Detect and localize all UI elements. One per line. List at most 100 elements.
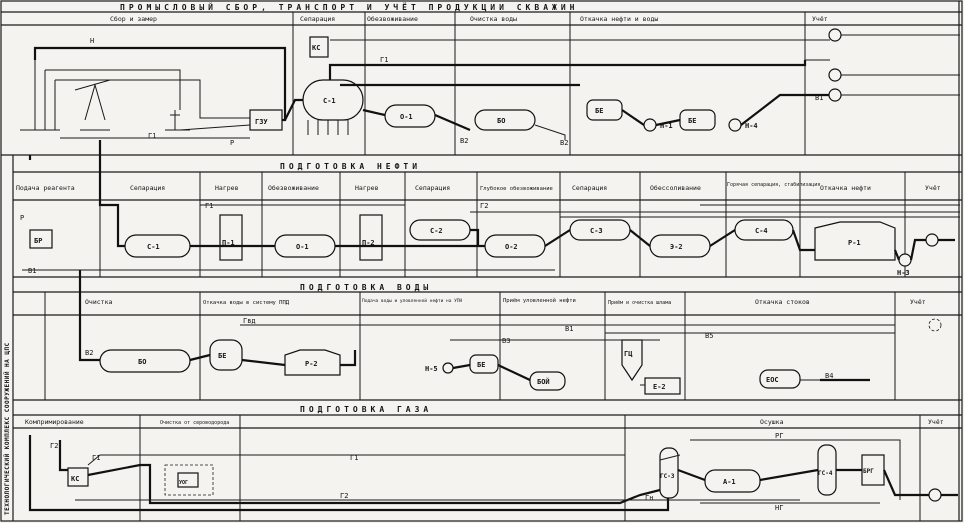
equipment-label: Р-1 xyxy=(848,239,861,247)
equipment-label: Н-3 xyxy=(897,269,910,277)
equipment-label: С-3 xyxy=(590,227,603,235)
equipment-label: С-2 xyxy=(430,227,443,235)
column-header: Откачка нефти и воды xyxy=(580,15,658,23)
equipment-label: П-1 xyxy=(222,239,235,247)
stream-label: Р xyxy=(230,139,234,147)
column-header: Сепарация xyxy=(415,184,450,192)
section-oil: ПОДГОТОВКА НЕФТИ Подача реагента Сепарац… xyxy=(13,140,962,278)
equipment-label: Э-2 xyxy=(670,243,683,251)
stream-label: Р xyxy=(20,214,24,222)
equipment-label: Р-2 xyxy=(305,360,318,368)
stream-label: Гн xyxy=(645,494,653,502)
column-header: Учёт xyxy=(910,298,926,306)
stream-label: В2 xyxy=(460,137,468,145)
equipment-label: А-1 xyxy=(723,478,736,486)
stream-label: В4 xyxy=(825,372,833,380)
column-header: Откачка стоков xyxy=(755,298,810,306)
column-header: Учёт xyxy=(925,184,941,192)
section-title: ПОДГОТОВКА ГАЗА xyxy=(300,405,432,414)
equipment-label: Н-1 xyxy=(660,122,673,130)
equipment-label: КС xyxy=(71,475,79,483)
equipment-label: ГС-4 xyxy=(818,470,833,477)
column-header: Сбор и замер xyxy=(110,15,157,23)
stream-label: Н xyxy=(90,37,94,45)
stream-label: В1 xyxy=(28,267,36,275)
equipment-label: БР xyxy=(34,237,42,245)
equipment-label: БРГ xyxy=(863,468,874,475)
column-header: Осушка xyxy=(760,418,784,426)
equipment-label: Н-4 xyxy=(745,122,758,130)
equipment-label: О-1 xyxy=(400,113,413,121)
equipment-label: С-1 xyxy=(323,97,336,105)
column-header: Нагрев xyxy=(215,184,239,192)
column-header: Откачка воды в систему ППД xyxy=(203,300,290,306)
equipment-label: ГЦ xyxy=(624,350,633,358)
equipment-label: Н-5 xyxy=(425,365,438,373)
column-header: Горячая сепарация, стабилизация xyxy=(727,181,820,188)
equipment-label: КС xyxy=(312,44,320,52)
equipment-label: БО xyxy=(138,358,146,366)
column-header: Откачка нефти xyxy=(820,184,871,192)
column-header: Обессоливание xyxy=(650,184,701,192)
section-field: ПРОМЫСЛОВЫЙ СБОР, ТРАНСПОРТ И УЧЁТ ПРОДУ… xyxy=(1,1,962,156)
stream-label: Г1 xyxy=(92,454,100,462)
compressor-ks xyxy=(67,467,89,487)
equipment-label: Е-2 xyxy=(653,383,666,391)
column-header: Компримирование xyxy=(25,418,84,426)
equipment-label: БОЙ xyxy=(537,377,550,386)
reagent-block xyxy=(29,229,53,249)
side-label: ТЕХНОЛОГИЧЕСКИЙ КОМПЛЕКС СООРУЖЕНИЙ НА Ц… xyxy=(3,342,11,515)
column-header: Обезвоживание xyxy=(268,184,319,192)
equipment-label: БЕ xyxy=(688,117,696,125)
stream-label: Г1 xyxy=(380,56,388,64)
column-header: Учёт xyxy=(928,418,944,426)
equipment-label: С-4 xyxy=(755,227,768,235)
section-title: ПРОМЫСЛОВЫЙ СБОР, ТРАНСПОРТ И УЧЁТ ПРОДУ… xyxy=(120,1,578,12)
stream-label: В5 xyxy=(705,332,713,340)
equipment-label: ЕОС xyxy=(766,376,779,384)
equipment-label: П-2 xyxy=(362,239,375,247)
stream-label: В1 xyxy=(565,325,573,333)
equipment-label: УОГ xyxy=(179,480,188,486)
column-header: Сепарация xyxy=(130,184,165,192)
stream-label: Г2 xyxy=(50,442,58,450)
column-header: Обезвоживание xyxy=(367,15,418,23)
equipment-label: БЕ xyxy=(218,352,226,360)
column-header: Очистка от сероводорода xyxy=(160,420,229,426)
equipment-label: БЕ xyxy=(595,107,603,115)
stream-label: В1 xyxy=(815,94,823,102)
column-header: Приём уловленной нефти xyxy=(503,298,576,304)
equipment-label: БО xyxy=(497,117,505,125)
equipment-label: БЕ xyxy=(477,361,485,369)
section-title: ПОДГОТОВКА НЕФТИ xyxy=(280,162,421,171)
stream-label: РГ xyxy=(775,432,783,440)
column-header: Подача воды и уловленной нефти на УПН xyxy=(362,298,463,304)
column-header: Глубокое обезвоживание xyxy=(480,185,553,192)
section-title: ПОДГОТОВКА ВОДЫ xyxy=(300,283,432,292)
column-header: Сепарация xyxy=(300,15,335,23)
column-header: Нагрев xyxy=(355,184,379,192)
stream-label: В3 xyxy=(502,337,510,345)
stream-label: НГ xyxy=(775,504,783,512)
compressor-ks xyxy=(309,36,329,58)
equipment-label: О-2 xyxy=(505,243,518,251)
stream-label: Гвд xyxy=(243,317,256,325)
stream-label: Г2 xyxy=(340,492,348,500)
stream-label: Г1 xyxy=(205,202,213,210)
stream-label: Г2 xyxy=(480,202,488,210)
gzu-unit xyxy=(249,109,283,131)
stream-label: В2 xyxy=(560,139,568,147)
column-header: Очистка xyxy=(85,298,112,306)
column-header: Подача реагента xyxy=(16,184,75,192)
equipment-label: О-1 xyxy=(296,243,309,251)
section-gas: ПОДГОТОВКА ГАЗА Компримирование Очистка … xyxy=(13,405,962,521)
column-header: Очистка воды xyxy=(470,15,517,23)
stream-label: Г1 xyxy=(148,132,156,140)
equipment-label: ГС-3 xyxy=(660,473,675,480)
stream-label: В2 xyxy=(85,349,93,357)
column-header: Учёт xyxy=(812,15,828,23)
column-header: Приём и очистка шлама xyxy=(608,300,671,306)
